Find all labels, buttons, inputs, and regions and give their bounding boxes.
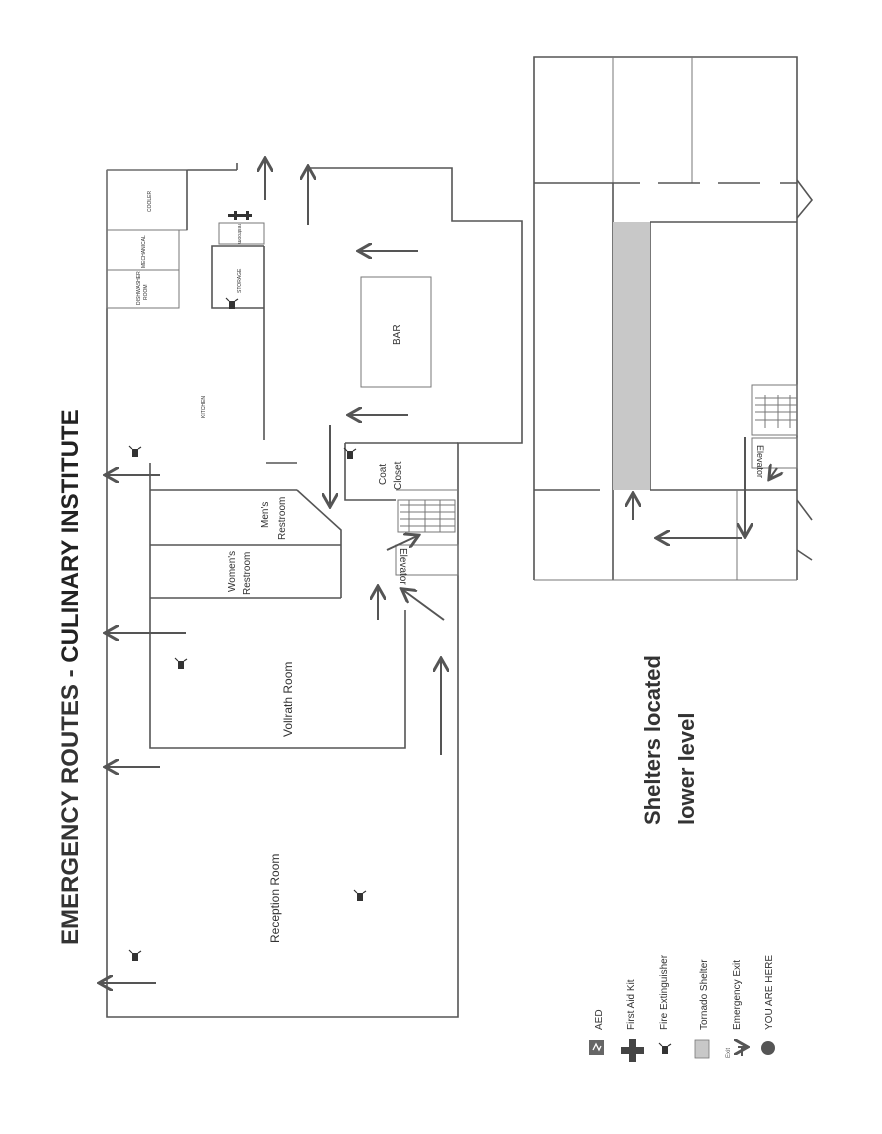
you-are-here-icon	[761, 1041, 775, 1055]
exit-sign-text: Exit	[726, 1048, 732, 1058]
legend-first-aid: First Aid Kit	[626, 979, 637, 1030]
emergency-exit-icon: Exit	[726, 1047, 746, 1058]
legend-fire-extinguisher: Fire Extinguisher	[659, 954, 670, 1030]
first-aid-kit-icon	[621, 1039, 644, 1062]
room-reception: Reception Room	[268, 854, 282, 943]
tornado-shelter-area	[613, 222, 650, 490]
evacuation-arrows	[101, 160, 444, 983]
room-womens-2: Restroom	[242, 552, 253, 595]
room-vollrath: Vollrath Room	[281, 662, 295, 737]
title-main: EMERGENCY ROUTES	[57, 684, 84, 945]
shelter-note-line2: lower level	[674, 712, 699, 825]
map-title: EMERGENCY ROUTES - CULINARY INSTITUTE	[57, 409, 84, 945]
room-mens-2: Restroom	[277, 497, 288, 540]
lower-level-plan	[533, 56, 814, 581]
legend-you-are-here: YOU ARE HERE	[764, 955, 775, 1030]
title-separator: -	[57, 663, 84, 684]
room-kitchen: KITCHEN	[201, 396, 207, 418]
room-coat-closet: Coat	[378, 464, 389, 485]
legend-aed: AED	[594, 1009, 605, 1030]
legend-tornado-shelter: Tornado Shelter	[699, 959, 710, 1030]
first-aid-kit-icon	[228, 211, 252, 220]
legend-emergency-exit: Emergency Exit	[732, 960, 743, 1030]
room-storage: STORAGE	[237, 268, 243, 293]
fire-extinguisher-icon	[658, 1042, 672, 1055]
room-bar: BAR	[392, 324, 403, 345]
title-sub: CULINARY INSTITUTE	[57, 409, 84, 662]
fire-extinguisher-icon	[128, 297, 367, 962]
room-dishwasher-2: ROOM	[143, 284, 149, 300]
lower-arrows	[633, 437, 777, 538]
main-floor-plan	[106, 163, 523, 1018]
room-mens: Men's	[260, 502, 271, 528]
room-mechanical: MECHANICAL	[141, 235, 147, 268]
lower-elevator: Elevator	[755, 445, 765, 478]
room-cooler: COOLER	[147, 190, 153, 212]
legend: AED First Aid Kit Fire Extinguisher Torn…	[589, 954, 775, 1062]
room-restroom-small: restroom	[236, 224, 242, 244]
room-womens: Women's	[227, 551, 238, 592]
shelter-note-line1: Shelters located	[640, 655, 665, 825]
aed-icon	[589, 1040, 604, 1055]
room-elevator: Elevator	[397, 548, 408, 585]
tornado-shelter-icon	[694, 1039, 710, 1059]
room-dishwasher: DISHWASHER	[136, 271, 142, 305]
room-coat-closet-2: Closet	[393, 461, 404, 490]
